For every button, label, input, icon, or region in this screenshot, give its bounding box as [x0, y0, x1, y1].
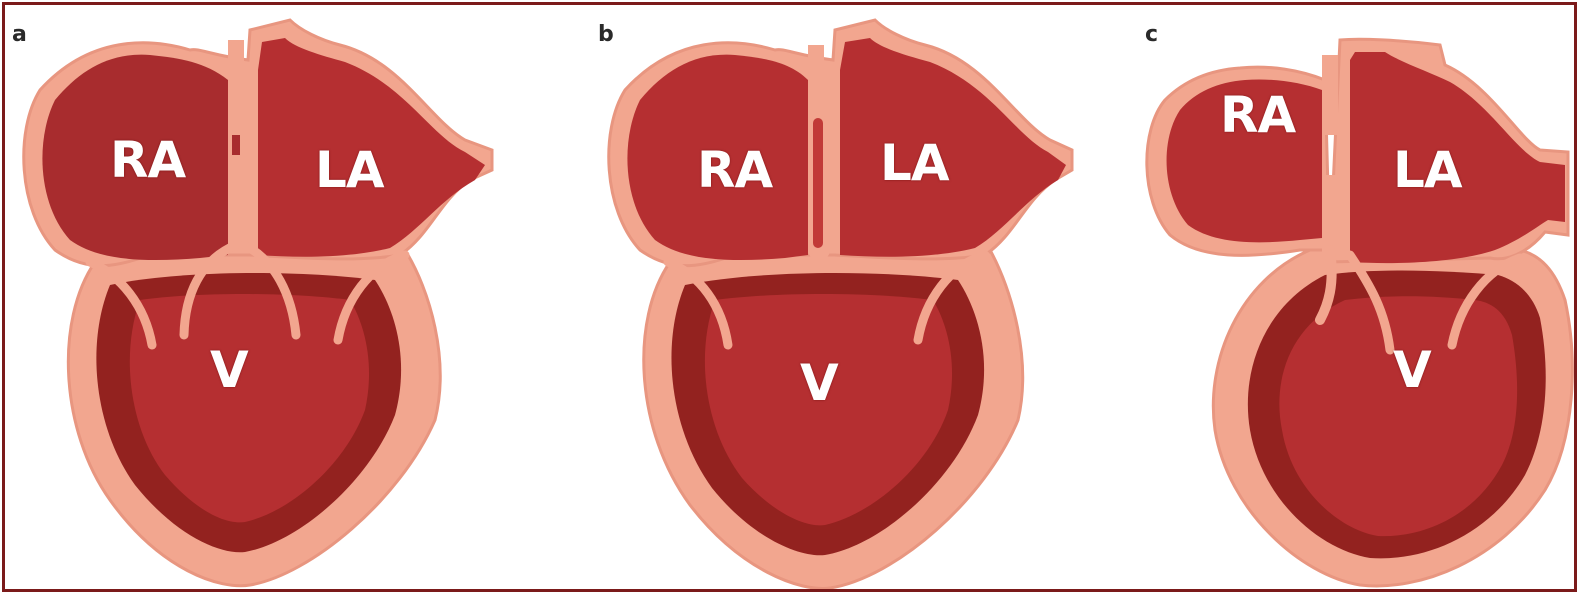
heart-a-septum-gap — [232, 135, 240, 155]
label-b-v: V — [800, 358, 838, 408]
heart-c — [1147, 39, 1572, 586]
label-c-v: V — [1393, 345, 1431, 395]
panel-letter-c: c — [1145, 22, 1158, 47]
label-b-la: LA — [880, 138, 949, 188]
label-a-la: LA — [315, 145, 384, 195]
panel-letter-b: b — [598, 22, 614, 47]
heart-a — [24, 20, 492, 586]
label-c-ra: RA — [1220, 90, 1295, 140]
heart-b-septum-slit — [813, 118, 823, 248]
heart-b — [609, 20, 1072, 588]
label-a-ra: RA — [110, 135, 185, 185]
label-b-ra: RA — [697, 145, 772, 195]
heart-b-septum-upper — [808, 45, 824, 105]
label-a-v: V — [210, 345, 248, 395]
label-c-la: LA — [1393, 145, 1462, 195]
panel-letter-a: a — [12, 22, 27, 47]
heart-c-septum-upper — [1322, 55, 1338, 135]
